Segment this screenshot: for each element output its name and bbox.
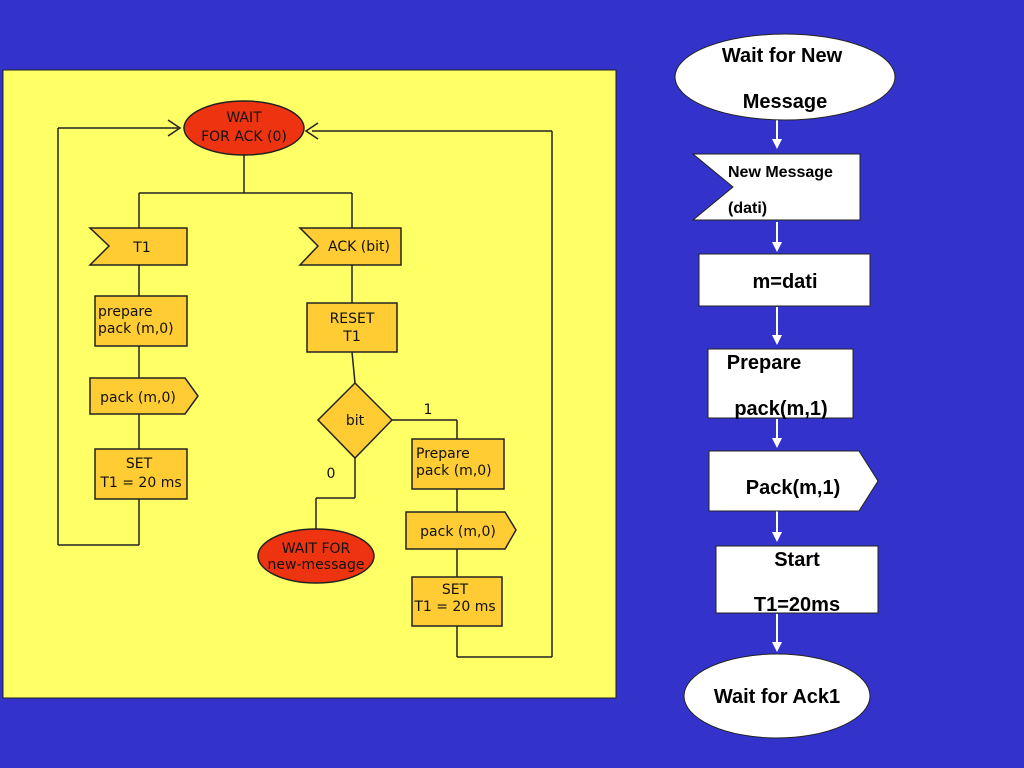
new-message-line2: (dati) xyxy=(728,200,767,217)
start-box xyxy=(715,545,879,614)
pack-left-shape xyxy=(89,377,199,415)
reset-t1-box xyxy=(306,302,398,353)
ack-signal-shape xyxy=(298,227,402,266)
set-left-line1: SET xyxy=(126,456,153,472)
new-message-line1: New Message xyxy=(728,164,833,181)
assign-label: m=dati xyxy=(752,271,817,293)
set-left-box xyxy=(94,448,188,500)
reset-t1-line1: RESET xyxy=(330,311,375,327)
start-line1: Start xyxy=(774,549,820,571)
prepare-right-line2: pack (m,0) xyxy=(416,463,492,479)
pack-signal-shape xyxy=(708,450,879,512)
wait-new-line2: Message xyxy=(743,91,828,113)
prepare-left-box xyxy=(94,295,188,347)
wait-ack0-line1: WAIT xyxy=(226,110,262,126)
pack-right-shape xyxy=(405,511,517,550)
prepare-right-line1: Prepare xyxy=(416,446,470,462)
start-line2: T1=20ms xyxy=(754,594,840,616)
reset-t1-line2: T1 xyxy=(342,329,360,345)
new-message-signal-shape xyxy=(691,153,861,221)
assign-box xyxy=(698,253,871,307)
prepare-right-box xyxy=(411,438,505,490)
ack-signal-label: ACK (bit) xyxy=(328,239,390,255)
set-left-line2: T1 = 20 ms xyxy=(99,475,181,491)
wait-ack0-oval xyxy=(183,100,305,156)
prepare-left-line1: prepare xyxy=(98,304,152,320)
pack-left-label: pack (m,0) xyxy=(100,390,176,406)
set-right-line1: SET xyxy=(442,582,469,598)
wait-new-message-line1: WAIT FOR xyxy=(282,541,351,557)
wait-new-message-oval xyxy=(257,528,375,584)
prepare-left-line2: pack (m,0) xyxy=(98,321,174,337)
branch-label-zero: 0 xyxy=(327,466,336,482)
prepare-box xyxy=(707,348,854,419)
wait-ack1-label: Wait for Ack1 xyxy=(714,686,840,708)
wait-new-message-line2: new-message xyxy=(268,557,365,573)
t1-signal-shape xyxy=(88,227,188,266)
bit-decision-label: bit xyxy=(346,413,365,429)
arrowhead-left-return xyxy=(167,119,182,137)
wait-ack0-line2: FOR ACK (0) xyxy=(201,129,287,145)
prepare-line2: pack(m,1) xyxy=(734,398,827,420)
left-connector-lines xyxy=(57,127,553,658)
wait-new-line1: Wait for New xyxy=(722,45,843,67)
t1-signal-label: T1 xyxy=(132,240,150,256)
set-right-line2: T1 = 20 ms xyxy=(413,599,495,615)
bit-decision-diamond xyxy=(316,381,394,460)
wait-new-oval xyxy=(674,33,896,121)
pack-label: Pack(m,1) xyxy=(746,477,841,499)
branch-label-one: 1 xyxy=(424,402,433,418)
arrowhead-right-return xyxy=(304,122,319,140)
set-right-box xyxy=(411,576,503,627)
wait-ack1-oval xyxy=(683,653,871,739)
pack-right-label: pack (m,0) xyxy=(420,524,496,540)
prepare-line1: Prepare xyxy=(727,352,802,374)
